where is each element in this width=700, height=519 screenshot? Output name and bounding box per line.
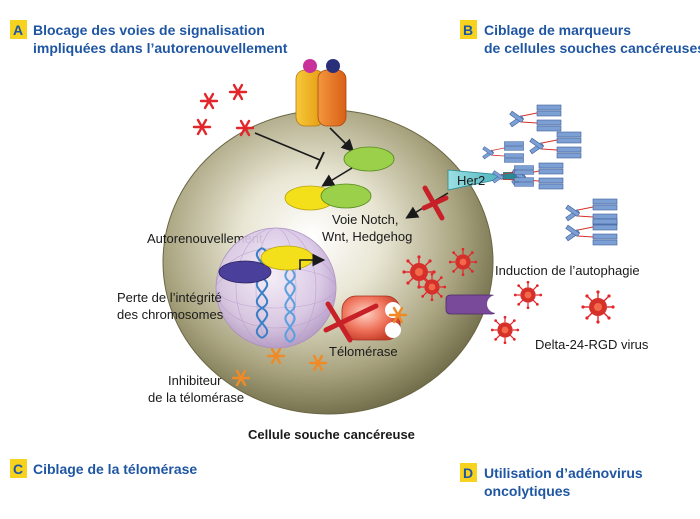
section-c-heading: C Ciblage de la télomérase (10, 459, 197, 478)
transcription-arrow (299, 253, 326, 270)
telomerase-block-cross (323, 301, 379, 343)
arrow-green-to-complex (321, 167, 353, 187)
section-b-heading: B Ciblage de marqueurs de cellules souch… (460, 20, 700, 56)
label-autorenouvellement: Autorenouvellement (147, 231, 263, 246)
label-perte-line1: Perte de l’intégrité (117, 290, 222, 305)
antibody-7 (482, 141, 524, 163)
ligand-navy (326, 59, 340, 73)
section-d-title-line1: Utilisation d’adénovirus (484, 465, 643, 481)
section-a-title-line1: Blocage des voies de signalisation (33, 22, 265, 38)
antibody-1 (509, 104, 562, 132)
section-d-title-line2: oncolytiques (484, 483, 571, 499)
autophagy-receptor (445, 294, 505, 315)
virus-6 (490, 315, 520, 345)
virus-2 (448, 247, 478, 277)
label-delta: Delta-24-RGD virus (535, 337, 649, 352)
section-b-badge (460, 20, 477, 39)
section-c-title: Ciblage de la télomérase (33, 461, 197, 477)
antibody-2 (529, 131, 582, 159)
label-voie-line1: Voie Notch, (332, 212, 399, 227)
nucleus-sphere (215, 227, 337, 349)
telomerase-enzyme (341, 295, 401, 341)
section-b-title-line1: Ciblage de marqueurs (484, 22, 631, 38)
membrane-receptor (295, 59, 347, 127)
section-b-title-line2: de cellules souches cancéreuses (484, 40, 700, 56)
arrow-receptor-to-green (329, 127, 355, 153)
inhibition-line (254, 132, 321, 161)
section-c-badge (10, 459, 27, 478)
ligand-magenta (303, 59, 317, 73)
label-inhibiteur-line1: Inhibiteur (168, 373, 222, 388)
section-b-letter: B (463, 22, 473, 38)
section-a-badge (10, 20, 27, 39)
virus-3 (417, 272, 447, 302)
virus-5 (580, 289, 616, 325)
her2-block-cross (421, 185, 449, 221)
inhibition-bar (315, 151, 325, 170)
label-autophagie: Induction de l’autophagie (495, 263, 640, 278)
label-perte-line2: des chromosomes (117, 307, 224, 322)
section-a-letter: A (13, 22, 23, 38)
section-d-heading: D Utilisation d’adénovirus oncolytiques (460, 463, 643, 499)
label-telomerase: Télomérase (329, 344, 398, 359)
inhibitor-stars-a (192, 83, 255, 137)
telomerase-inhibitor-stars (231, 306, 408, 387)
label-cellule: Cellule souche cancéreuse (248, 427, 415, 442)
antibody-6 (565, 218, 618, 246)
section-d-letter: D (463, 465, 473, 481)
purple-protein (218, 260, 272, 284)
section-a-heading: A Blocage des voies de signalisation imp… (10, 20, 288, 56)
label-inhibiteur-line2: de la télomérase (148, 390, 244, 405)
green-protein-top (343, 146, 395, 172)
label-voie-line2: Wnt, Hedgehog (322, 229, 412, 244)
section-d-badge (460, 463, 477, 482)
label-her2: Her2 (457, 173, 485, 188)
green-protein-mid (320, 183, 372, 209)
yellow-protein-nucleus (260, 245, 314, 271)
antibody-group (482, 104, 618, 246)
section-a-title-line2: impliquées dans l’autorenouvellement (33, 40, 288, 56)
section-c-letter: C (13, 461, 23, 477)
virus-4 (513, 280, 543, 310)
